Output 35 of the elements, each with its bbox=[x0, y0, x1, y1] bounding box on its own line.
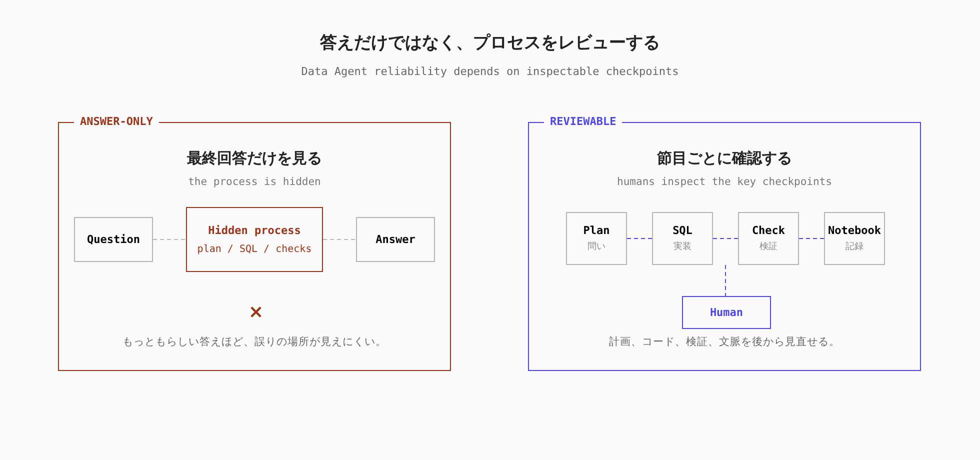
dashed-connector bbox=[798, 238, 824, 239]
process-box bbox=[566, 212, 627, 265]
dashed-connector bbox=[712, 238, 738, 239]
box-title: Notebook bbox=[828, 224, 881, 238]
process-box bbox=[824, 212, 885, 265]
box-subtitle: 問い bbox=[588, 241, 606, 253]
panel-subtitle: humans inspect the key checkpoints bbox=[616, 175, 833, 189]
process-box bbox=[356, 217, 435, 262]
process-box bbox=[682, 296, 771, 329]
panel-subtitle: the process is hidden bbox=[187, 175, 322, 189]
process-box bbox=[738, 212, 799, 265]
box-subtitle: plan / SQL / checks bbox=[197, 242, 312, 256]
panel-note: もっともらしい答えほど、誤りの場所が見えにくい。 bbox=[122, 335, 388, 349]
box-subtitle: 記録 bbox=[846, 241, 864, 253]
box-title: Hidden process bbox=[208, 224, 301, 238]
process-box bbox=[652, 212, 713, 265]
box-title: Human bbox=[710, 306, 744, 320]
box-title: Answer bbox=[376, 232, 416, 246]
dashed-connector bbox=[152, 239, 186, 240]
page-subtitle: Data Agent reliability depends on inspectable checkpoints bbox=[300, 65, 680, 79]
dashed-connector bbox=[626, 238, 652, 239]
panel-title: 節目ごとに確認する bbox=[656, 148, 793, 168]
box-title: SQL bbox=[672, 224, 692, 238]
box-subtitle: 実装 bbox=[674, 241, 692, 253]
box-title: Check bbox=[752, 224, 786, 238]
dashed-connector bbox=[725, 264, 726, 296]
box-title: Question bbox=[87, 232, 140, 246]
panel-note: 計画、コード、検証、文脈を後から見直せる。 bbox=[608, 335, 841, 349]
panel-title: 最終回答だけを見る bbox=[186, 148, 323, 168]
dashed-connector bbox=[322, 239, 356, 240]
process-box bbox=[186, 207, 323, 272]
page-title: 答えだけではなく、プロセスをレビューする bbox=[319, 32, 661, 54]
process-box bbox=[74, 217, 153, 262]
box-subtitle: 検証 bbox=[760, 241, 778, 253]
box-title: Plan bbox=[583, 224, 610, 238]
